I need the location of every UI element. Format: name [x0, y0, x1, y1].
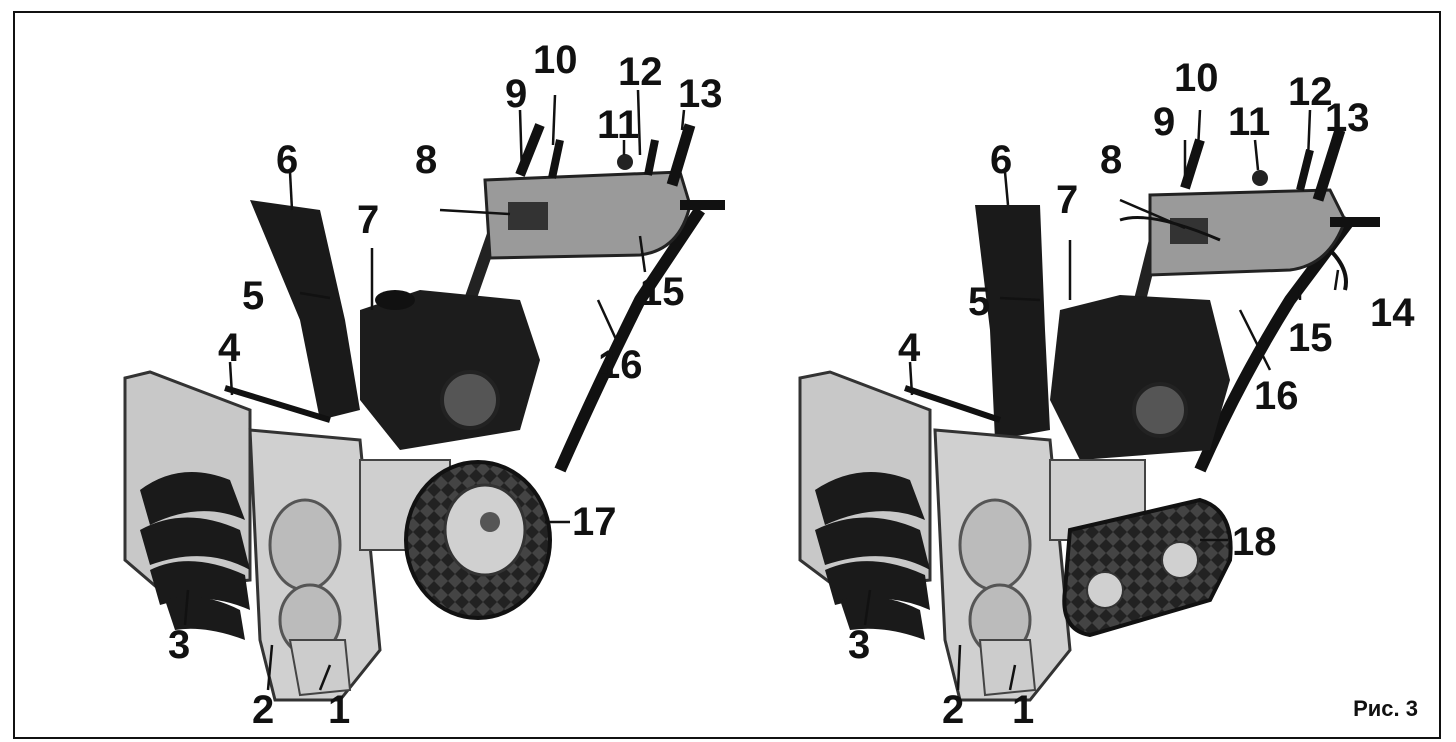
- right-leader-lines: [863, 109, 1342, 691]
- callout-left-2: 2: [252, 688, 275, 732]
- callout-right-15: 15: [1288, 316, 1333, 360]
- callout-right-18: 18: [1232, 520, 1277, 564]
- callout-left-1: 1: [328, 688, 351, 732]
- callout-left-9: 9: [505, 72, 528, 116]
- left-snowblower: [123, 123, 725, 702]
- callout-right-7: 7: [1056, 178, 1079, 222]
- callout-left-17: 17: [572, 500, 617, 544]
- figure-caption: Рис. 3: [1353, 696, 1418, 721]
- callout-left-16: 16: [598, 343, 643, 387]
- callout-right-4: 4: [898, 326, 921, 370]
- callout-right-12: 12: [1288, 70, 1333, 114]
- callout-right-13: 13: [1325, 96, 1370, 140]
- callout-left-13: 13: [678, 72, 723, 116]
- callout-right-8: 8: [1100, 138, 1123, 182]
- callout-left-7: 7: [357, 198, 380, 242]
- callout-left-12: 12: [618, 50, 663, 94]
- callout-right-14: 14: [1370, 291, 1415, 335]
- callout-left-10: 10: [533, 38, 578, 82]
- left-leader-lines: [183, 89, 686, 691]
- callout-left-15: 15: [640, 270, 685, 314]
- callout-left-5: 5: [242, 274, 265, 318]
- callout-right-11: 11: [1228, 100, 1271, 144]
- callout-left-3: 3: [168, 623, 191, 667]
- callout-left-4: 4: [218, 326, 241, 370]
- callout-right-9: 9: [1153, 100, 1176, 144]
- callout-left-6: 6: [276, 138, 299, 182]
- callout-left-11: 11: [597, 103, 640, 147]
- callout-left-8: 8: [415, 138, 438, 182]
- callout-right-5: 5: [968, 280, 991, 324]
- callout-right-1: 1: [1012, 688, 1035, 732]
- callout-right-3: 3: [848, 623, 871, 667]
- callout-right-2: 2: [942, 688, 965, 732]
- callout-right-6: 6: [990, 138, 1013, 182]
- callout-right-10: 10: [1174, 56, 1219, 100]
- right-snowblower: [798, 128, 1380, 702]
- callout-right-16: 16: [1254, 374, 1299, 418]
